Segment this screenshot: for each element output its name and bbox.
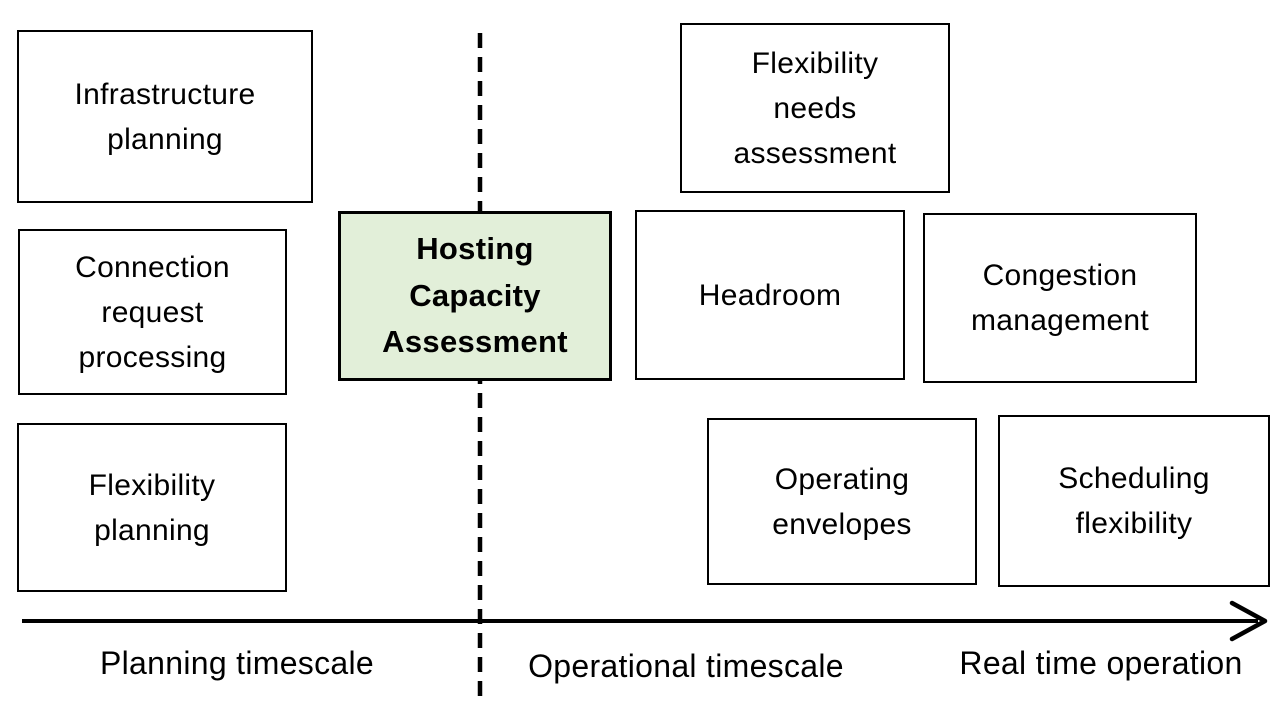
box-flexibility-needs-assessment: Flexibility needs assessment xyxy=(680,23,950,193)
box-label: Connection request processing xyxy=(75,250,230,374)
box-flexibility-planning: Flexibility planning xyxy=(17,423,287,592)
box-label: Infrastructure planning xyxy=(74,77,256,156)
axis-label-planning-timescale: Planning timescale xyxy=(100,645,374,681)
box-connection-request-processing: Connection request processing xyxy=(18,229,287,395)
box-label: Flexibility needs assessment xyxy=(733,46,897,170)
box-operating-envelopes: Operating envelopes xyxy=(707,418,977,585)
box-headroom: Headroom xyxy=(635,210,905,380)
box-label: Headroom xyxy=(698,278,842,312)
box-label: Congestion management xyxy=(970,259,1150,337)
box-label: Flexibility planning xyxy=(88,468,216,547)
box-infrastructure-planning: Infrastructure planning xyxy=(17,30,313,203)
box-scheduling-flexibility: Scheduling flexibility xyxy=(998,415,1270,587)
timeline-arrowhead-icon xyxy=(1229,600,1268,642)
box-congestion-management: Congestion management xyxy=(923,213,1197,383)
axis-label-operational-timescale: Operational timescale xyxy=(528,648,844,684)
box-label: Operating envelopes xyxy=(772,462,912,541)
box-label: Scheduling flexibility xyxy=(1058,462,1210,540)
box-label: Hosting Capacity Assessment xyxy=(382,231,568,360)
axis-label-real-time-operation: Real time operation xyxy=(959,645,1243,681)
box-hosting-capacity-assessment: Hosting Capacity Assessment xyxy=(338,211,612,381)
